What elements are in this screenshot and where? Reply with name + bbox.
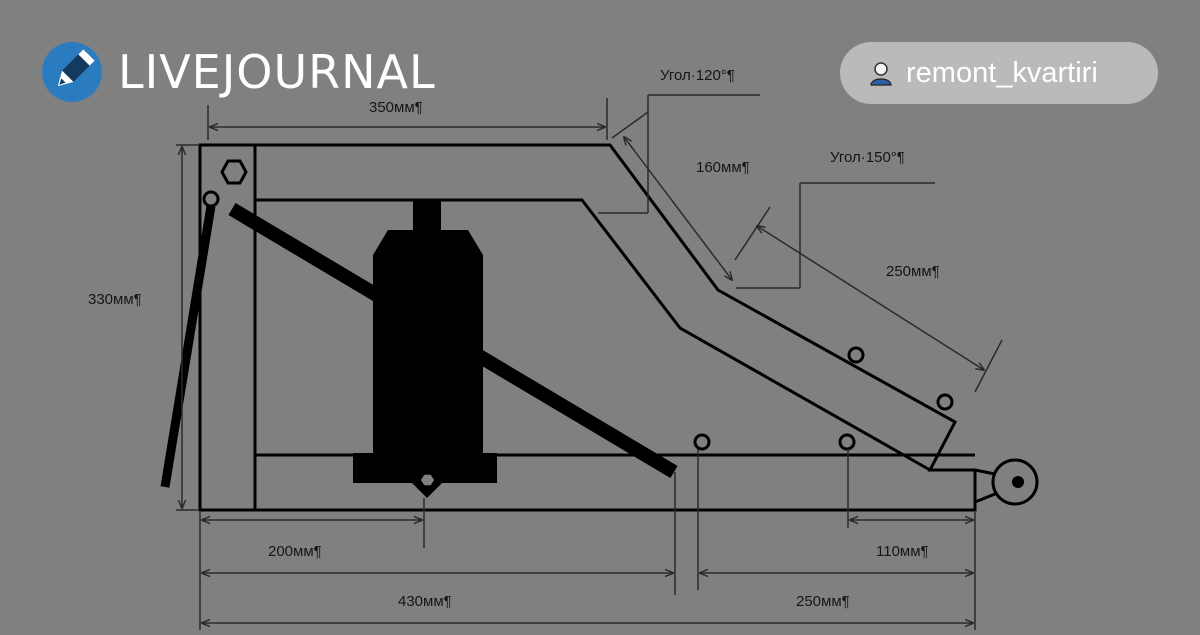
label-250-bottom: 250мм¶	[796, 593, 850, 610]
wheel-axle-lower	[974, 492, 996, 504]
dim-160	[624, 137, 732, 280]
hole-base-1	[693, 433, 711, 451]
dimension-lines	[176, 94, 1003, 630]
pen-nib-icon	[42, 42, 102, 102]
brand-logo[interactable]: LIVEJOURNAL	[40, 40, 436, 104]
jack-foot-hex	[419, 473, 436, 487]
label-160: 160мм¶	[696, 159, 750, 176]
label-angle-120: Угол·120°¶	[660, 67, 735, 84]
hole-arm-1	[847, 346, 865, 364]
label-110: 110мм¶	[876, 543, 929, 560]
handle-bar	[160, 205, 216, 488]
pivot-hole	[202, 190, 220, 208]
label-250-diag: 250мм¶	[886, 263, 940, 280]
jack-body	[373, 230, 483, 455]
user-badge[interactable]: remont_kvartiri	[840, 42, 1158, 104]
hex-bolt	[220, 159, 248, 185]
dimension-labels: Угол·120°¶ 350мм¶ 160мм¶ Угол·150°¶ 250м…	[88, 67, 940, 610]
frame	[198, 143, 977, 512]
jack-foot	[412, 483, 442, 498]
label-350: 350мм¶	[369, 99, 423, 116]
user-name: remont_kvartiri	[906, 56, 1098, 89]
dim-250-diag	[757, 226, 984, 370]
label-200: 200мм¶	[268, 543, 322, 560]
jack-piston	[413, 200, 441, 230]
user-icon	[870, 62, 892, 86]
wheel-axle	[974, 468, 996, 476]
hole-arm-2	[936, 393, 954, 411]
label-330: 330мм¶	[88, 291, 142, 308]
label-angle-150: Угол·150°¶	[830, 149, 905, 166]
lever-bar	[228, 202, 678, 479]
wheel-hub	[1012, 476, 1024, 488]
label-430: 430мм¶	[398, 593, 452, 610]
wheel	[991, 458, 1039, 506]
holes	[202, 159, 1039, 506]
hole-base-2	[838, 433, 856, 451]
brand-name: LIVEJOURNAL	[118, 45, 436, 99]
